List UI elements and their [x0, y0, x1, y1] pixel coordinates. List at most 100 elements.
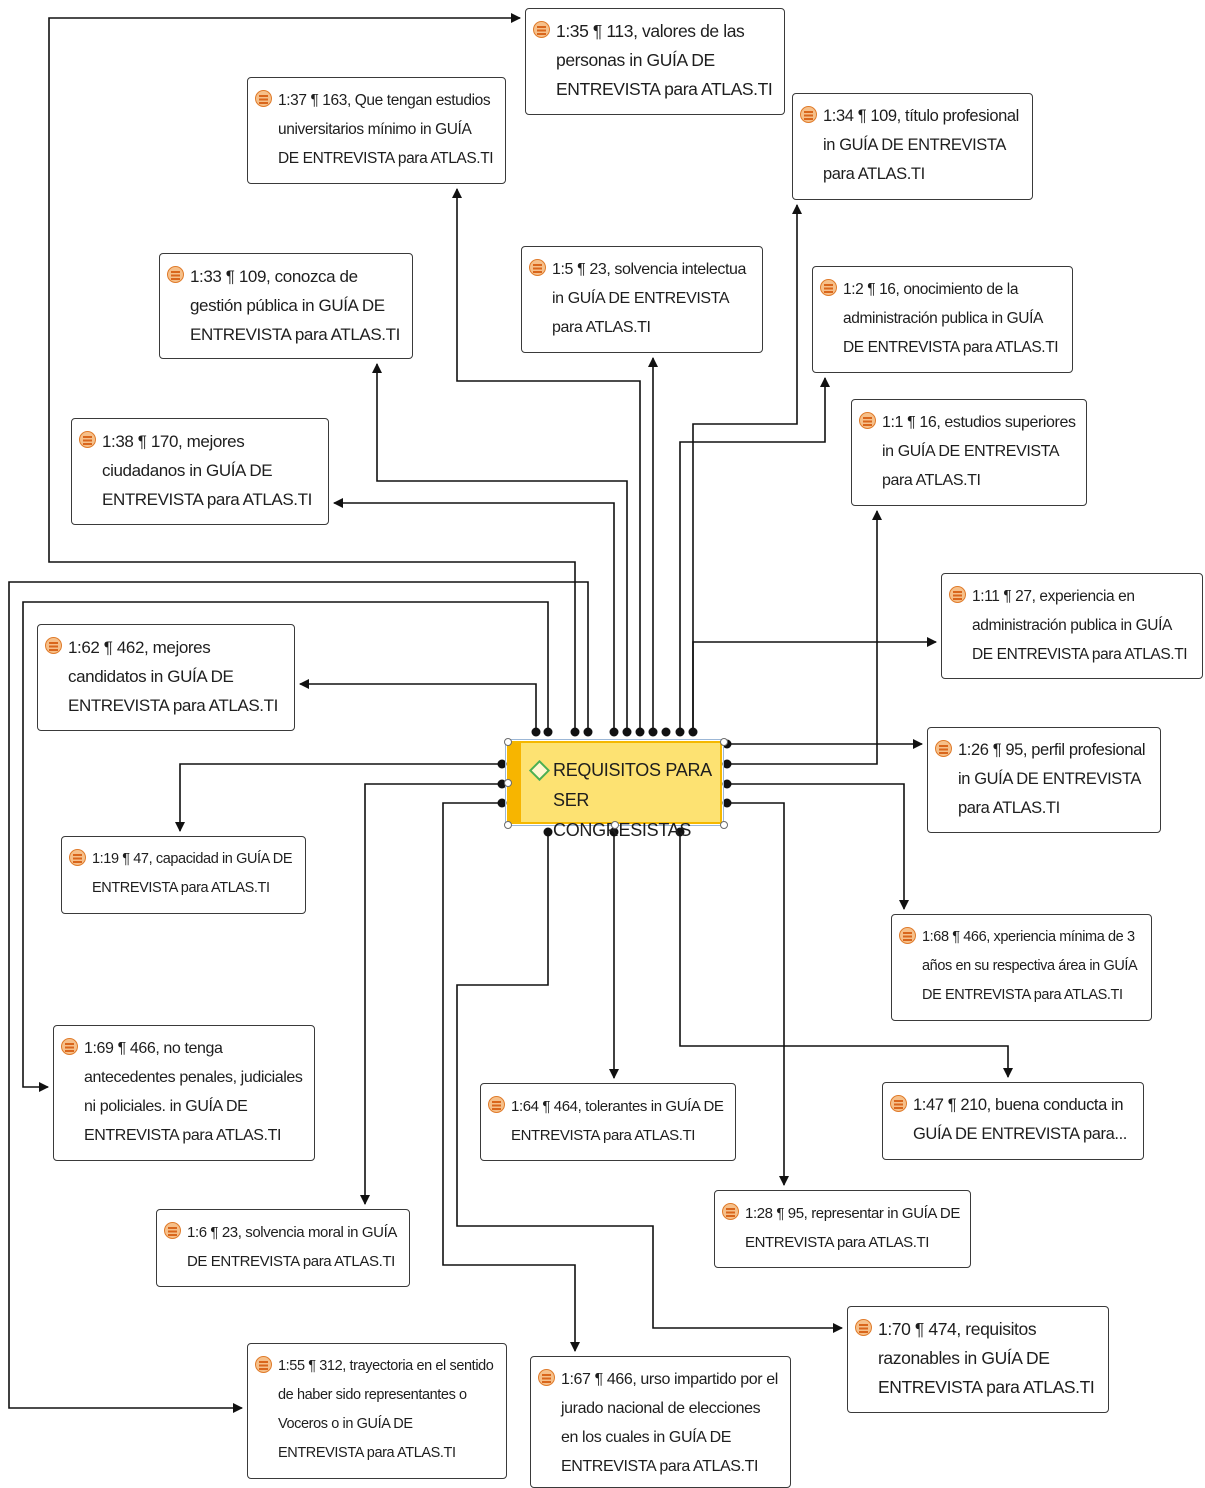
- quotation-node-q47[interactable]: 1:47 ¶ 210, buena conducta in GUÍA DE EN…: [882, 1082, 1144, 1160]
- quotation-label: 1:6 ¶ 23, solvencia moral in GUÍA DE ENT…: [187, 1224, 397, 1270]
- quotation-icon: [164, 1222, 181, 1239]
- quotation-icon: [890, 1095, 907, 1112]
- quotation-node-q34[interactable]: 1:34 ¶ 109, título profesional in GUÍA D…: [792, 93, 1033, 200]
- quotation-label: 1:28 ¶ 95, representar in GUÍA DE ENTREV…: [745, 1205, 960, 1251]
- link-anchor-dot: [675, 727, 685, 737]
- selection-handle[interactable]: [720, 738, 728, 746]
- quotation-icon: [949, 586, 966, 603]
- quotation-label: 1:62 ¶ 462, mejores candidatos in GUÍA D…: [68, 638, 278, 715]
- quotation-node-q55[interactable]: 1:55 ¶ 312, trayectoria en el sentido de…: [247, 1343, 507, 1479]
- quotation-label: 1:11 ¶ 27, experiencia en administración…: [972, 588, 1188, 663]
- quotation-label: 1:5 ¶ 23, solvencia intelectua in GUÍA D…: [552, 261, 747, 336]
- link-anchor-dot: [722, 759, 732, 769]
- link-anchor-dot: [531, 727, 541, 737]
- link-arrow-17[interactable]: [360, 783, 502, 1205]
- link-anchor-dot: [622, 727, 632, 737]
- quotation-icon: [538, 1369, 555, 1386]
- quotation-node-q67[interactable]: 1:67 ¶ 466, urso impartido por el jurado…: [530, 1356, 791, 1488]
- link-anchor-dot: [543, 827, 553, 837]
- selection-handle[interactable]: [504, 821, 512, 829]
- quotation-node-q26[interactable]: 1:26 ¶ 95, perfil profesional in GUÍA DE…: [927, 727, 1161, 833]
- link-arrow-7[interactable]: [727, 510, 882, 765]
- link-arrow-6[interactable]: [679, 377, 830, 735]
- quotation-node-q38[interactable]: 1:38 ¶ 170, mejores ciudadanos in GUÍA D…: [71, 418, 329, 525]
- selection-handle[interactable]: [504, 779, 512, 787]
- quotation-node-q2[interactable]: 1:2 ¶ 16, onocimiento de la administraci…: [812, 266, 1073, 373]
- code-color-bar: [509, 743, 521, 822]
- link-arrow-14[interactable]: [22, 601, 549, 1092]
- quotation-node-q11[interactable]: 1:11 ¶ 27, experiencia en administración…: [941, 573, 1203, 679]
- link-arrow-5[interactable]: [372, 363, 628, 735]
- selection-handle[interactable]: [611, 821, 619, 829]
- link-arrow-18[interactable]: [727, 802, 789, 1186]
- quotation-node-q6[interactable]: 1:6 ¶ 23, solvencia moral in GUÍA DE ENT…: [156, 1209, 410, 1287]
- quotation-icon: [79, 431, 96, 448]
- link-arrow-19[interactable]: [456, 832, 843, 1333]
- link-anchor-dot: [722, 779, 732, 789]
- quotation-icon: [855, 1319, 872, 1336]
- code-label: REQUISITOS PARA SER CONGRESISTAS: [553, 760, 711, 840]
- quotation-icon: [69, 849, 86, 866]
- quotation-label: 1:26 ¶ 95, perfil profesional in GUÍA DE…: [958, 741, 1146, 817]
- link-anchor-dot: [543, 727, 553, 737]
- quotation-icon: [45, 637, 62, 654]
- link-anchor-dot: [635, 727, 645, 737]
- link-arrow-12[interactable]: [175, 763, 502, 832]
- quotation-icon: [722, 1203, 739, 1220]
- link-anchor-dot: [609, 827, 619, 837]
- quotation-label: 1:68 ¶ 466, xperiencia mínima de 3 años …: [922, 929, 1137, 1003]
- quotation-icon: [859, 412, 876, 429]
- link-anchor-dot: [570, 727, 580, 737]
- quotation-node-q33[interactable]: 1:33 ¶ 109, conozca de gestión pública i…: [159, 253, 413, 359]
- quotation-node-q19[interactable]: 1:19 ¶ 47, capacidad in GUÍA DE ENTREVIS…: [61, 836, 306, 914]
- quotation-node-q70[interactable]: 1:70 ¶ 474, requisitos razonables in GUÍ…: [847, 1306, 1109, 1413]
- quotation-icon: [255, 1356, 272, 1373]
- quotation-icon: [899, 927, 916, 944]
- diamond-code-icon: [528, 759, 551, 782]
- quotation-label: 1:37 ¶ 163, Que tengan estudios universi…: [278, 92, 494, 167]
- quotation-icon: [800, 106, 817, 123]
- quotation-node-q37[interactable]: 1:37 ¶ 163, Que tengan estudios universi…: [247, 77, 506, 184]
- quotation-icon: [533, 21, 550, 38]
- quotation-label: 1:67 ¶ 466, urso impartido por el jurado…: [561, 1371, 778, 1475]
- link-arrow-10[interactable]: [299, 679, 537, 735]
- link-arrow-21[interactable]: [442, 802, 580, 1352]
- quotation-node-q64[interactable]: 1:64 ¶ 464, tolerantes in GUÍA DE ENTREV…: [480, 1083, 736, 1161]
- quotation-label: 1:64 ¶ 464, tolerantes in GUÍA DE ENTREV…: [511, 1098, 724, 1144]
- quotation-label: 1:2 ¶ 16, onocimiento de la administraci…: [843, 281, 1059, 356]
- quotation-label: 1:34 ¶ 109, título profesional in GUÍA D…: [823, 107, 1019, 183]
- quotation-node-q35[interactable]: 1:35 ¶ 113, valores de las personas in G…: [525, 8, 785, 115]
- quotation-label: 1:47 ¶ 210, buena conducta in GUÍA DE EN…: [913, 1096, 1127, 1143]
- link-anchor-dot: [497, 759, 507, 769]
- link-arrow-1[interactable]: [48, 13, 576, 735]
- selection-handle[interactable]: [504, 738, 512, 746]
- quotation-node-q1[interactable]: 1:1 ¶ 16, estudios superiores in GUÍA DE…: [851, 399, 1087, 506]
- link-arrow-13[interactable]: [727, 783, 909, 910]
- quotation-node-q69[interactable]: 1:69 ¶ 466, no tenga antecedentes penale…: [53, 1025, 315, 1161]
- quotation-label: 1:35 ¶ 113, valores de las personas in G…: [556, 21, 773, 99]
- quotation-icon: [255, 90, 272, 107]
- quotation-node-q5[interactable]: 1:5 ¶ 23, solvencia intelectua in GUÍA D…: [521, 246, 763, 353]
- quotation-icon: [935, 740, 952, 757]
- quotation-label: 1:19 ¶ 47, capacidad in GUÍA DE ENTREVIS…: [92, 851, 293, 896]
- quotation-label: 1:55 ¶ 312, trayectoria en el sentido de…: [278, 1358, 494, 1461]
- quotation-label: 1:70 ¶ 474, requisitos razonables in GUÍ…: [878, 1319, 1095, 1397]
- link-anchor-dot: [609, 727, 619, 737]
- link-arrow-16[interactable]: [679, 832, 1013, 1078]
- quotation-icon: [61, 1038, 78, 1055]
- quotation-node-q28[interactable]: 1:28 ¶ 95, representar in GUÍA DE ENTREV…: [714, 1190, 971, 1268]
- code-node-requisitos[interactable]: REQUISITOS PARA SER CONGRESISTAS: [505, 739, 724, 840]
- link-anchor-dot: [583, 727, 593, 737]
- quotation-node-q62[interactable]: 1:62 ¶ 462, mejores candidatos in GUÍA D…: [37, 624, 295, 731]
- link-arrow-2[interactable]: [452, 188, 641, 735]
- quotation-icon: [529, 259, 546, 276]
- quotation-label: 1:38 ¶ 170, mejores ciudadanos in GUÍA D…: [102, 432, 312, 509]
- link-arrow-8[interactable]: [333, 498, 615, 735]
- quotation-node-q68[interactable]: 1:68 ¶ 466, xperiencia mínima de 3 años …: [891, 914, 1152, 1021]
- link-arrow-3[interactable]: [692, 204, 802, 735]
- link-arrow-20[interactable]: [8, 581, 589, 1413]
- quotation-icon: [488, 1096, 505, 1113]
- quotation-label: 1:33 ¶ 109, conozca de gestión pública i…: [190, 267, 400, 344]
- selection-handle[interactable]: [720, 821, 728, 829]
- link-arrow-9[interactable]: [692, 637, 937, 735]
